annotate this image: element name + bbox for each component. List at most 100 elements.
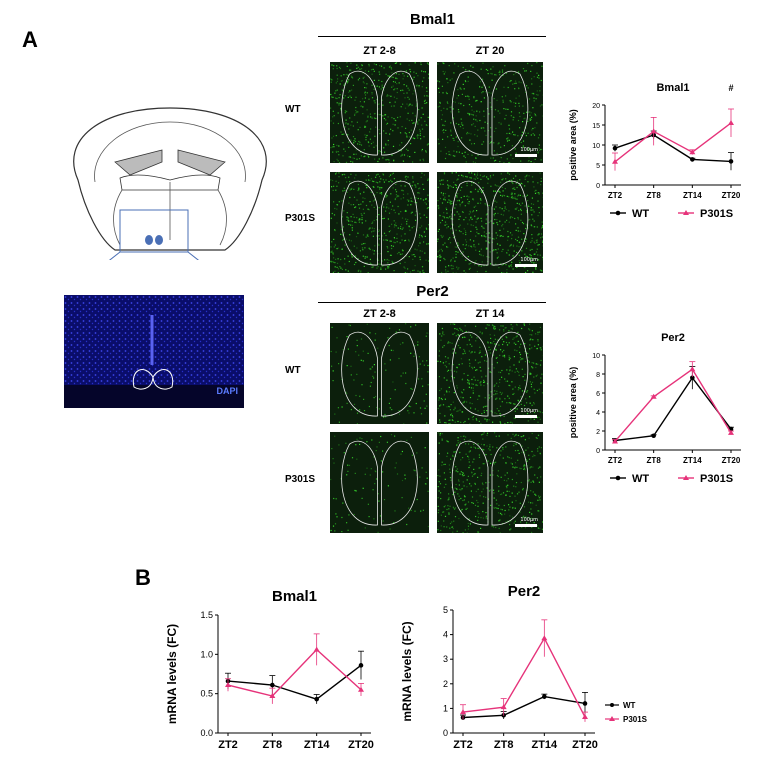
chart-title: Per2 — [661, 332, 685, 344]
data-point — [650, 393, 657, 399]
y-tick-label: 15 — [592, 123, 600, 130]
panel-label-b: B — [135, 565, 151, 590]
series-line-p301s — [462, 636, 586, 718]
chart-title: Per2 — [508, 583, 541, 600]
data-point — [690, 375, 695, 381]
chart-title: Bmal1 — [656, 82, 689, 94]
legend-label: P301S — [700, 208, 733, 220]
per2-p301s-zt2-8-image — [330, 432, 429, 533]
bmal1-col-label-1: ZT 2-8 — [363, 45, 396, 57]
data-point — [728, 120, 734, 125]
dapi-label: DAPI — [216, 386, 238, 396]
data-point — [269, 693, 276, 699]
ventricle-left — [114, 149, 163, 176]
y-tick-label: 2 — [596, 429, 600, 436]
data-point — [582, 701, 588, 706]
bmal1-row-label-wt: WT — [285, 104, 301, 115]
y-tick-label: 10 — [592, 353, 600, 360]
bmal1-p301s-zt2-8-image — [330, 172, 429, 273]
per2-row-label-p301s: P301S — [285, 474, 316, 485]
y-tick-label: 1.5 — [200, 610, 213, 620]
data-point — [358, 663, 364, 668]
series-line-p301s — [614, 368, 732, 442]
legend-marker — [683, 475, 689, 480]
data-point — [313, 646, 320, 652]
legend-marker — [609, 716, 615, 721]
data-point — [460, 709, 466, 715]
data-point — [689, 366, 696, 372]
x-tick-label: ZT2 — [608, 456, 623, 465]
data-point — [582, 714, 588, 720]
chart-title: Bmal1 — [272, 588, 317, 605]
y-tick-label: 5 — [443, 605, 448, 615]
legend-label: P301S — [623, 715, 648, 724]
per2-title-rule — [318, 302, 546, 303]
x-tick-label: ZT20 — [722, 456, 741, 465]
series-line-wt — [614, 376, 732, 442]
y-tick-label: 3 — [443, 654, 448, 664]
data-point — [270, 682, 275, 688]
y-tick-label: 6 — [596, 391, 600, 398]
y-tick-label: 0 — [596, 183, 600, 190]
y-tick-label: 1.0 — [200, 649, 213, 659]
bmal1-col-label-2: ZT 20 — [475, 45, 505, 57]
scn-region-box — [119, 209, 189, 253]
significance-marker: * — [542, 580, 548, 584]
data-point — [500, 704, 507, 710]
y-axis-label: mRNA levels (FC) — [400, 621, 414, 721]
x-tick-label: ZT14 — [304, 739, 331, 751]
hypothalamus-outline — [113, 189, 227, 246]
bmal1-images-title: Bmal1 — [409, 11, 456, 28]
series-line-p301s — [227, 648, 362, 697]
x-tick-label: ZT8 — [647, 191, 662, 200]
per2-images-title: Per2 — [416, 283, 449, 300]
legend-marker — [615, 475, 621, 481]
data-point — [358, 686, 364, 692]
per2-wt-zt14-image: 100μm — [437, 323, 543, 424]
y-tick-label: 0.0 — [200, 728, 213, 738]
data-point — [689, 149, 696, 155]
data-point — [612, 438, 618, 444]
y-tick-label: 8 — [596, 372, 600, 379]
x-tick-label: ZT20 — [722, 191, 741, 200]
significance-marker: # — [728, 83, 733, 93]
x-tick-label: ZT2 — [218, 739, 238, 751]
x-tick-label: ZT8 — [263, 739, 283, 751]
data-point — [728, 429, 734, 435]
zoom-line-left — [109, 251, 121, 260]
y-tick-label: 0 — [596, 448, 600, 455]
brain-outline — [73, 107, 267, 251]
series-line-wt — [614, 134, 732, 163]
legend-label: P301S — [700, 473, 733, 485]
bmal1-title-rule — [318, 36, 546, 37]
data-point — [225, 682, 231, 688]
y-tick-label: 2 — [443, 679, 448, 689]
bmal1-wt-zt20-image: 100μm — [437, 62, 543, 163]
y-tick-label: 4 — [596, 410, 600, 417]
legend-marker — [615, 210, 621, 216]
legend-marker — [683, 210, 689, 215]
data-point — [728, 159, 734, 164]
per2-col-label-1: ZT 2-8 — [363, 308, 396, 320]
series-line-p301s — [614, 122, 732, 163]
data-point — [612, 145, 618, 151]
y-axis-label: positive area (%) — [568, 367, 578, 439]
y-tick-label: 20 — [592, 103, 600, 110]
x-tick-label: ZT14 — [683, 456, 702, 465]
data-point — [690, 157, 695, 162]
brain-coronal-schematic — [73, 107, 267, 260]
x-tick-label: ZT8 — [494, 739, 514, 751]
legend-label: WT — [632, 208, 649, 220]
y-tick-label: 1 — [443, 703, 448, 713]
y-axis-label: positive area (%) — [568, 109, 578, 181]
y-tick-label: 0.5 — [200, 689, 213, 699]
x-tick-label: ZT20 — [348, 739, 374, 751]
data-point — [541, 635, 548, 641]
x-tick-label: ZT8 — [647, 456, 662, 465]
bmal1-wt-zt2-8-image — [330, 62, 429, 163]
y-tick-label: 10 — [592, 143, 600, 150]
series-line-wt — [227, 664, 362, 700]
